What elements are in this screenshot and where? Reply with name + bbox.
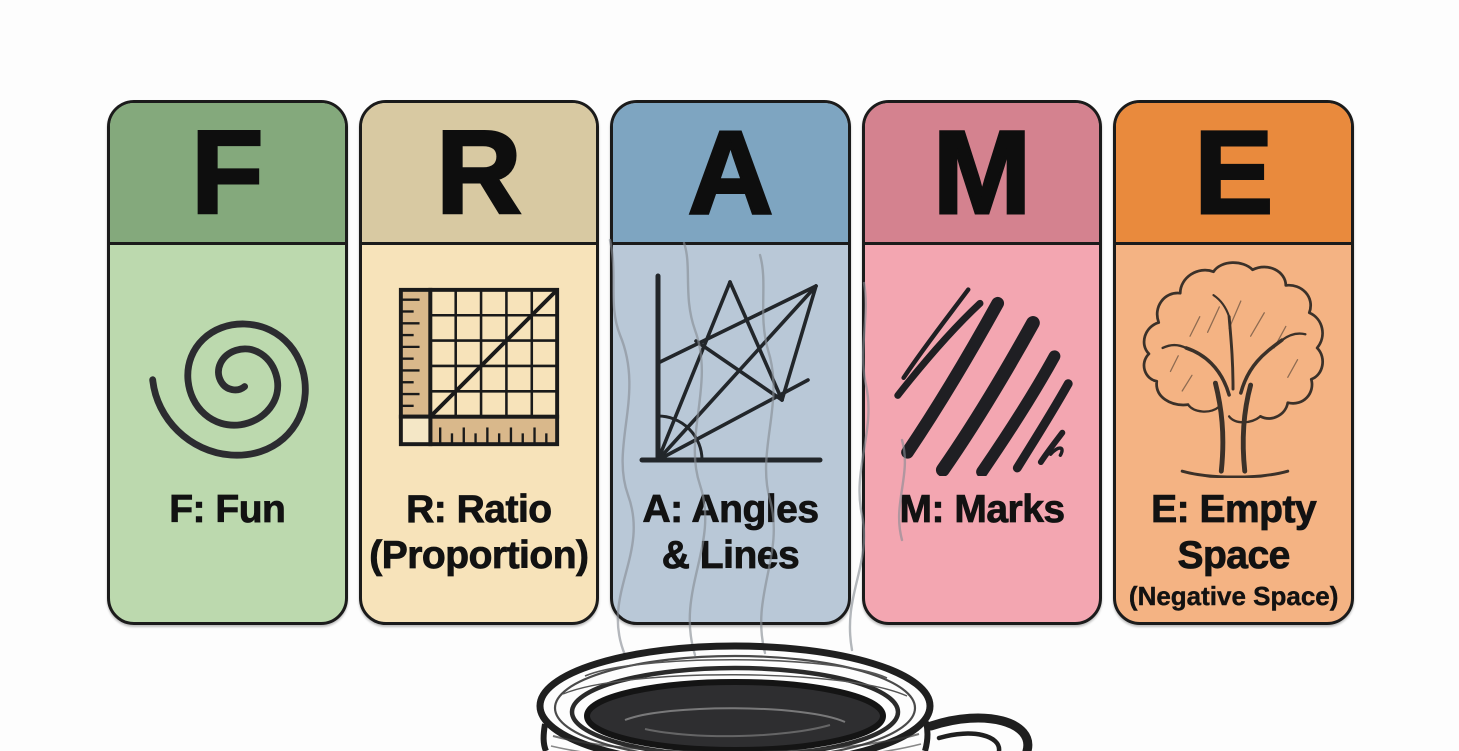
tree-icon bbox=[1131, 249, 1337, 487]
letter-r: R bbox=[435, 106, 523, 239]
card-ratio-header: R bbox=[361, 103, 597, 245]
card-marks-header: M bbox=[864, 103, 1100, 245]
card-angles-body: A: Angles & Lines bbox=[613, 245, 848, 622]
card-ratio-label: R: Ratio bbox=[406, 488, 553, 532]
card-ratio: R bbox=[358, 100, 600, 625]
charcoal-marks-icon bbox=[884, 249, 1080, 487]
angles-lines-icon bbox=[630, 249, 830, 487]
card-ratio-label-2: (Proportion) bbox=[369, 534, 590, 578]
letter-a: A bbox=[686, 106, 774, 239]
card-ratio-body: R: Ratio (Proportion) bbox=[362, 245, 597, 622]
card-fun-header: F bbox=[110, 103, 345, 245]
letter-f: F bbox=[190, 106, 265, 239]
card-fun: F F: Fun bbox=[107, 100, 348, 625]
card-empty-space: E bbox=[1113, 100, 1354, 625]
card-angles-label: A: Angles bbox=[642, 488, 819, 532]
card-fun-label: F: Fun bbox=[169, 488, 286, 532]
card-empty-space-header: E bbox=[1116, 103, 1351, 245]
card-empty-space-body: E: Empty Space (Negative Space) bbox=[1116, 245, 1351, 622]
card-angles-label-2: & Lines bbox=[661, 534, 800, 578]
card-empty-space-sublabel: (Negative Space) bbox=[1128, 581, 1339, 612]
ruler-grid-icon bbox=[393, 249, 565, 487]
card-empty-space-label: E: Empty bbox=[1151, 488, 1317, 532]
card-angles-header: A bbox=[613, 103, 848, 245]
card-marks-body: M: Marks bbox=[865, 245, 1100, 622]
card-empty-space-label-2: Space bbox=[1177, 534, 1291, 578]
spiral-icon bbox=[139, 249, 315, 487]
card-fun-body: F: Fun bbox=[110, 245, 345, 622]
letter-e: E bbox=[1193, 106, 1275, 239]
letter-m: M bbox=[931, 106, 1032, 239]
card-marks-label: M: Marks bbox=[899, 488, 1065, 532]
frame-cards-row: F F: Fun R bbox=[107, 100, 1354, 625]
card-marks: M bbox=[861, 100, 1103, 625]
coffee-mug-sketch bbox=[515, 628, 1115, 751]
card-angles: A bbox=[610, 100, 851, 625]
